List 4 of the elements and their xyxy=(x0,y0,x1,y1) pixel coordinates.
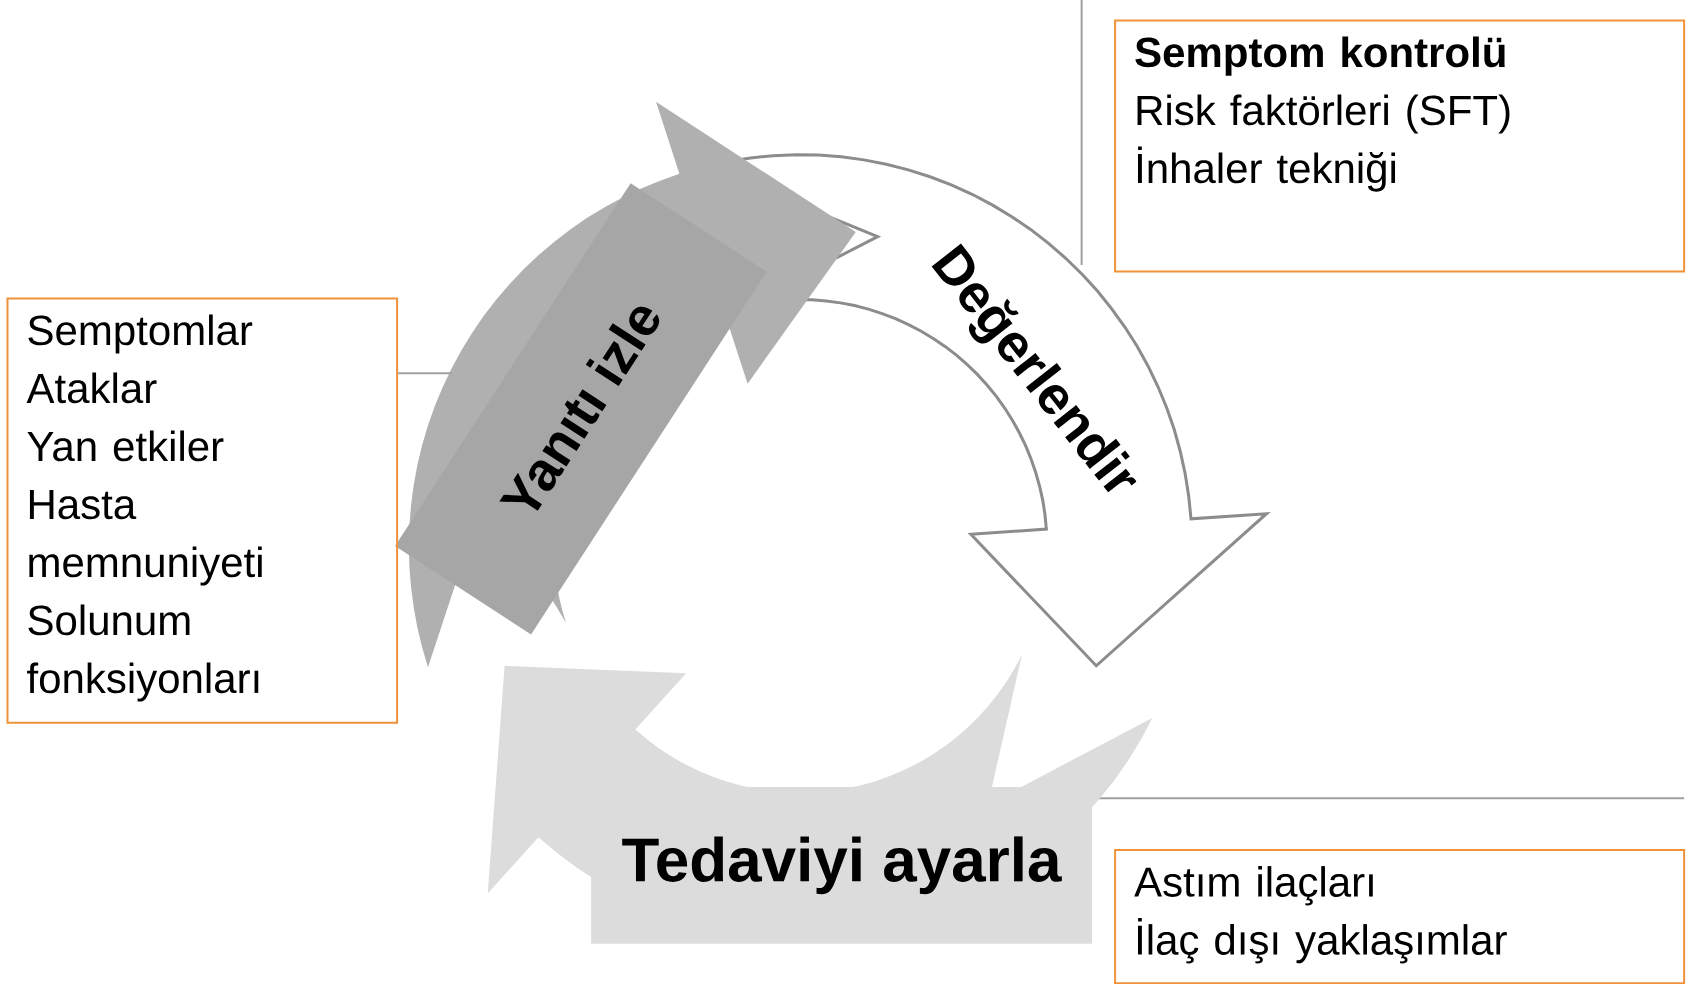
text-box: Semptomlar Ataklar Yan etkiler Hasta memnuniyeti Solunum fonksiyonları xyxy=(6,297,399,724)
connector-line xyxy=(397,372,454,375)
text-box: Astım ilaçları İlaç dışı yaklaşımlar xyxy=(1114,848,1686,984)
text-box: Semptom kontrolü Risk faktörleri (SFT) İnhaler tekniği xyxy=(1114,19,1686,273)
